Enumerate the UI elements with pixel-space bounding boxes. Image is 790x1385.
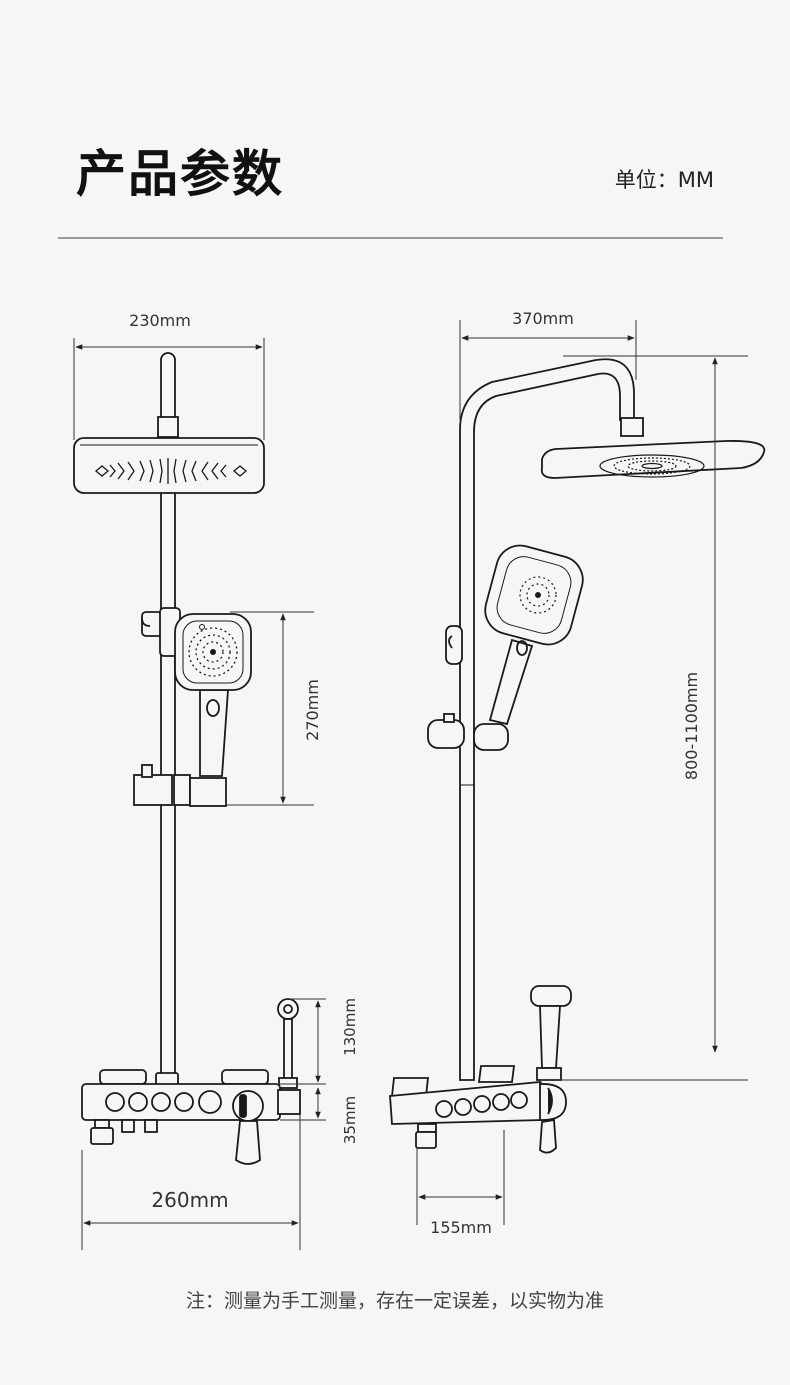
front-head-nozzles [94, 458, 248, 484]
side-bidet-sprayer [530, 985, 572, 1081]
front-head-neck [157, 416, 179, 438]
side-view [389, 358, 766, 1154]
side-slider-bracket [427, 713, 509, 751]
dim-label-mixer-depth: 155mm [430, 1218, 492, 1237]
dim-label-sprayer-height: 130mm [341, 998, 359, 1056]
side-shower-head [540, 440, 766, 479]
front-slider-bracket [133, 764, 227, 807]
dim-label-handheld-height: 270mm [303, 679, 322, 741]
front-shower-head [73, 437, 265, 494]
front-view [73, 352, 301, 1165]
dim-label-arm-reach: 370mm [512, 309, 574, 328]
side-handheld-shower [484, 544, 584, 726]
footer-note: 注：测量为手工测量，存在一定误差，以实物为准 [185, 1290, 604, 1312]
unit-label: 单位：MM [614, 168, 714, 192]
header-divider [58, 237, 723, 239]
dim-label-column-height: 800-1100mm [682, 672, 701, 780]
side-mixer-body [389, 1065, 567, 1154]
front-bidet-sprayer [277, 998, 299, 1089]
side-head-connector [620, 417, 644, 437]
dim-label-mixer-height: 35mm [341, 1096, 359, 1144]
dim-label-mixer-width: 260mm [151, 1188, 228, 1212]
dim-label-head-width: 230mm [129, 311, 191, 330]
side-hook [445, 625, 463, 665]
page-title: 产品参数 [76, 145, 284, 203]
front-mixer-body [81, 1069, 301, 1165]
front-handheld-shower [174, 613, 252, 777]
